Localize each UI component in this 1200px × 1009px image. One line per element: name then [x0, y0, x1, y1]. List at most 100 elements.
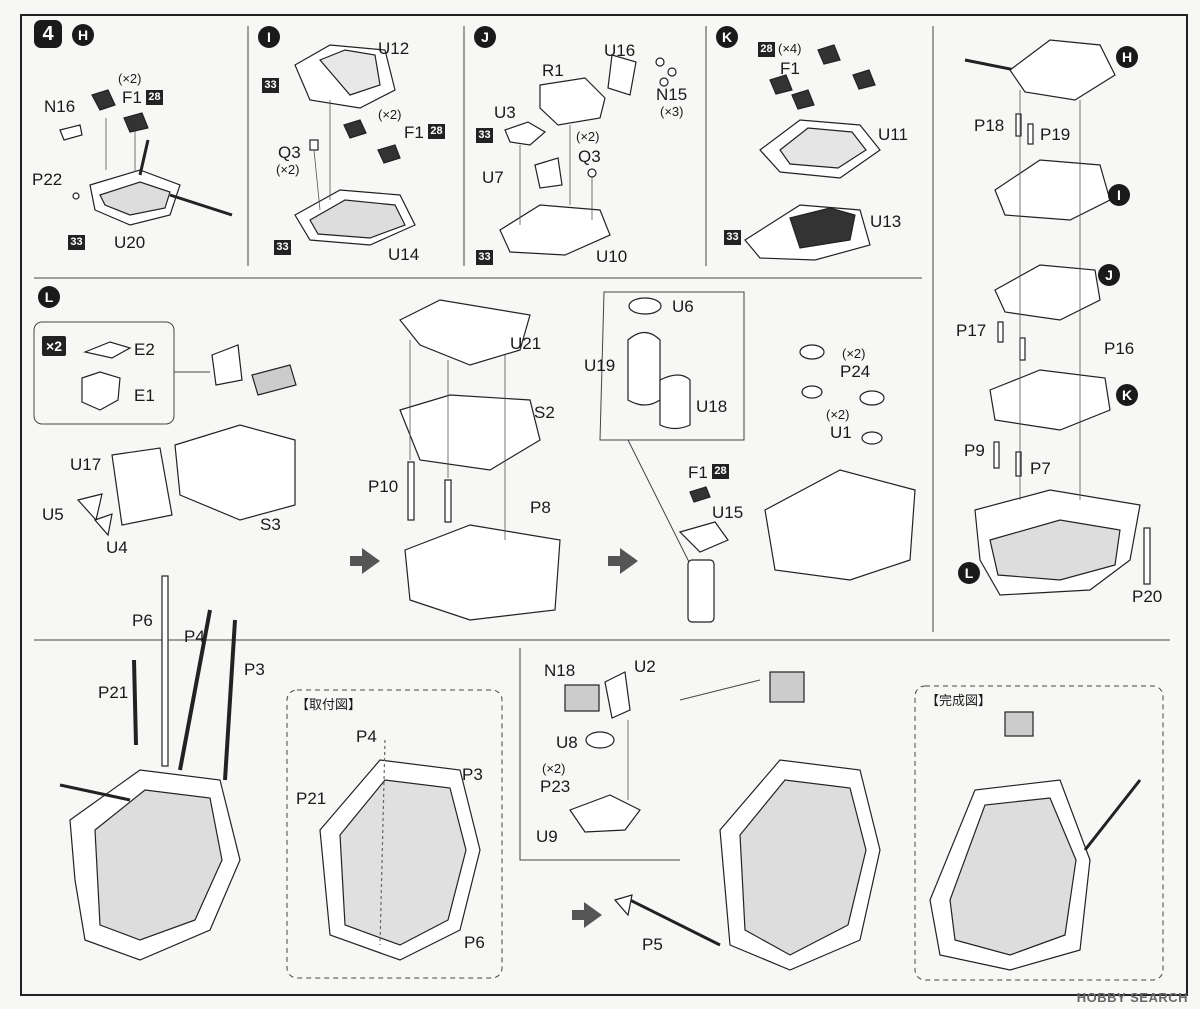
- part-label-p8: P8: [530, 498, 551, 517]
- part-label-u15: U15: [712, 503, 744, 522]
- marker-j-right: J: [1098, 264, 1120, 286]
- hull-base-art: [764, 344, 916, 581]
- multiplier-box: [33, 321, 175, 425]
- part-label-u10: U10: [596, 247, 628, 266]
- part-label-u4: U4: [106, 538, 128, 557]
- part-label-u17: U17: [70, 455, 102, 474]
- u19-group-art: [627, 297, 729, 623]
- part-label-f1: F1: [122, 88, 142, 107]
- quantity-label: (×2): [826, 407, 850, 422]
- part-label-u19: U19: [584, 356, 616, 375]
- part-label-u21: U21: [510, 334, 542, 353]
- part-label-u20: U20: [114, 233, 146, 252]
- completed-inset-title: 【完成図】: [926, 693, 992, 708]
- part-label-p6: P6: [132, 611, 153, 630]
- marker-i: I: [258, 26, 280, 48]
- marker-k: K: [716, 26, 738, 48]
- marker-l-right: L: [958, 562, 980, 584]
- marker-k-right: K: [1116, 384, 1138, 406]
- part-label-n16: N16: [44, 97, 76, 116]
- flow-arrow-icon: [572, 902, 602, 928]
- part-label-p5: P5: [642, 935, 663, 954]
- quantity-label: (×2): [118, 71, 142, 86]
- part-label-q3: Q3: [278, 143, 301, 162]
- part-label-p22: P22: [32, 170, 63, 189]
- subassembly-j-art: [499, 54, 677, 256]
- quantity-label: (×2): [276, 162, 300, 177]
- mounting-inset-art: [319, 739, 481, 961]
- part-label-q3: Q3: [578, 147, 601, 166]
- black-code-box: 33: [476, 128, 493, 143]
- group-box: [599, 291, 745, 441]
- mounting-inset-title: 【取付図】: [296, 697, 362, 712]
- part-label-p21: P21: [98, 683, 129, 702]
- part-label-u8: U8: [556, 733, 578, 752]
- part-label-p23: P23: [540, 777, 571, 796]
- subassembly-h-art: [59, 89, 233, 226]
- mast-assembly-art: [59, 575, 241, 961]
- center-exploded-art: [399, 299, 561, 621]
- part-label-p3: P3: [244, 660, 265, 679]
- instruction-frame: [20, 14, 1188, 996]
- part-label-p4: P4: [356, 727, 377, 746]
- color-code-box: 28: [146, 90, 163, 105]
- part-label-p9: P9: [964, 441, 985, 460]
- part-label-u16: U16: [604, 41, 636, 60]
- part-label-u7: U7: [482, 168, 504, 187]
- part-label-r1: R1: [542, 61, 564, 80]
- quantity-label: (×2): [378, 107, 402, 122]
- part-label-p24: P24: [840, 362, 871, 381]
- final-assembly-art: [613, 671, 881, 971]
- mounting-inset-box: [286, 689, 503, 979]
- part-label-p10: P10: [368, 477, 399, 496]
- part-label-u1: U1: [830, 423, 852, 442]
- part-label-s2: S2: [534, 403, 555, 422]
- part-label-s3: S3: [260, 515, 281, 534]
- part-label-u2: U2: [634, 657, 656, 676]
- part-label-f1: F1: [404, 123, 424, 142]
- part-label-p19: P19: [1040, 125, 1071, 144]
- part-label-p21: P21: [296, 789, 327, 808]
- marker-i-right: I: [1108, 184, 1130, 206]
- part-label-u18: U18: [696, 397, 728, 416]
- quantity-label: (×3): [660, 104, 684, 119]
- color-code-box: 28: [428, 124, 445, 139]
- part-label-p3: P3: [462, 765, 483, 784]
- part-label-u12: U12: [378, 39, 410, 58]
- black-code-box: 33: [68, 235, 85, 250]
- subassembly-l-art: [76, 341, 297, 537]
- part-label-p4: P4: [184, 627, 205, 646]
- marker-h: H: [72, 24, 94, 46]
- part-label-p18: P18: [974, 116, 1005, 135]
- black-code-box: 33: [274, 240, 291, 255]
- part-label-p20: P20: [1132, 587, 1163, 606]
- quantity-label: (×4): [778, 41, 802, 56]
- quantity-label: (×2): [576, 129, 600, 144]
- marker-j: J: [474, 26, 496, 48]
- part-label-u5: U5: [42, 505, 64, 524]
- part-label-u9: U9: [536, 827, 558, 846]
- tower-exploded-art: [964, 39, 1151, 596]
- black-code-box: 33: [262, 78, 279, 93]
- part-label-u11: U11: [878, 125, 908, 144]
- marker-l: L: [38, 286, 60, 308]
- part-label-u3: U3: [494, 103, 516, 122]
- flow-arrow-icon: [350, 548, 380, 574]
- part-label-p7: P7: [1030, 459, 1051, 478]
- completed-inset-art: [929, 711, 1142, 971]
- part-label-n18: N18: [544, 661, 576, 680]
- flow-arrow-icon: [608, 548, 638, 574]
- quantity-label: (×2): [842, 346, 866, 361]
- group-box: [519, 648, 680, 861]
- part-label-p17: P17: [956, 321, 987, 340]
- quantity-label: (×2): [542, 761, 566, 776]
- u2-group-art: [564, 671, 641, 833]
- color-code-box: 28: [758, 42, 775, 57]
- subassembly-k-art: [744, 44, 881, 261]
- color-code-box: 28: [712, 464, 729, 479]
- part-label-e1: E1: [134, 386, 155, 405]
- part-label-u13: U13: [870, 212, 902, 231]
- part-label-e2: E2: [134, 340, 155, 359]
- completed-inset-box: [914, 685, 1164, 981]
